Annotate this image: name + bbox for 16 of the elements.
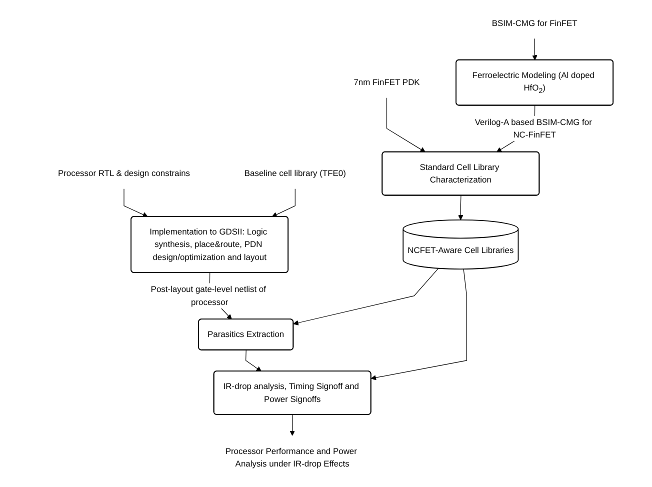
arrow: [292, 268, 438, 326]
edge-label: Post-layout gate-level netlist of processor: [150, 284, 266, 307]
node-text: 7nm FinFET PDK: [353, 77, 420, 88]
node-text: Baseline cell library (TFE0): [244, 168, 346, 178]
arrow: [123, 188, 148, 218]
arrow: [458, 195, 463, 220]
arrow: [271, 188, 295, 218]
arrow: [386, 98, 426, 152]
edge-label: Verilog-A based BSIM-CMG for NC-FinFET: [474, 117, 592, 140]
node-text: Processor RTL & design constrains: [57, 168, 190, 178]
arrow: [245, 350, 262, 372]
arrow: [289, 414, 295, 436]
arrow: [370, 268, 467, 380]
arrow: [532, 38, 537, 60]
node-text: Processor Performance and Power Analysis under IR-drop Effects: [224, 446, 356, 468]
node-text: BSIM-CMG for FinFET: [491, 18, 577, 28]
